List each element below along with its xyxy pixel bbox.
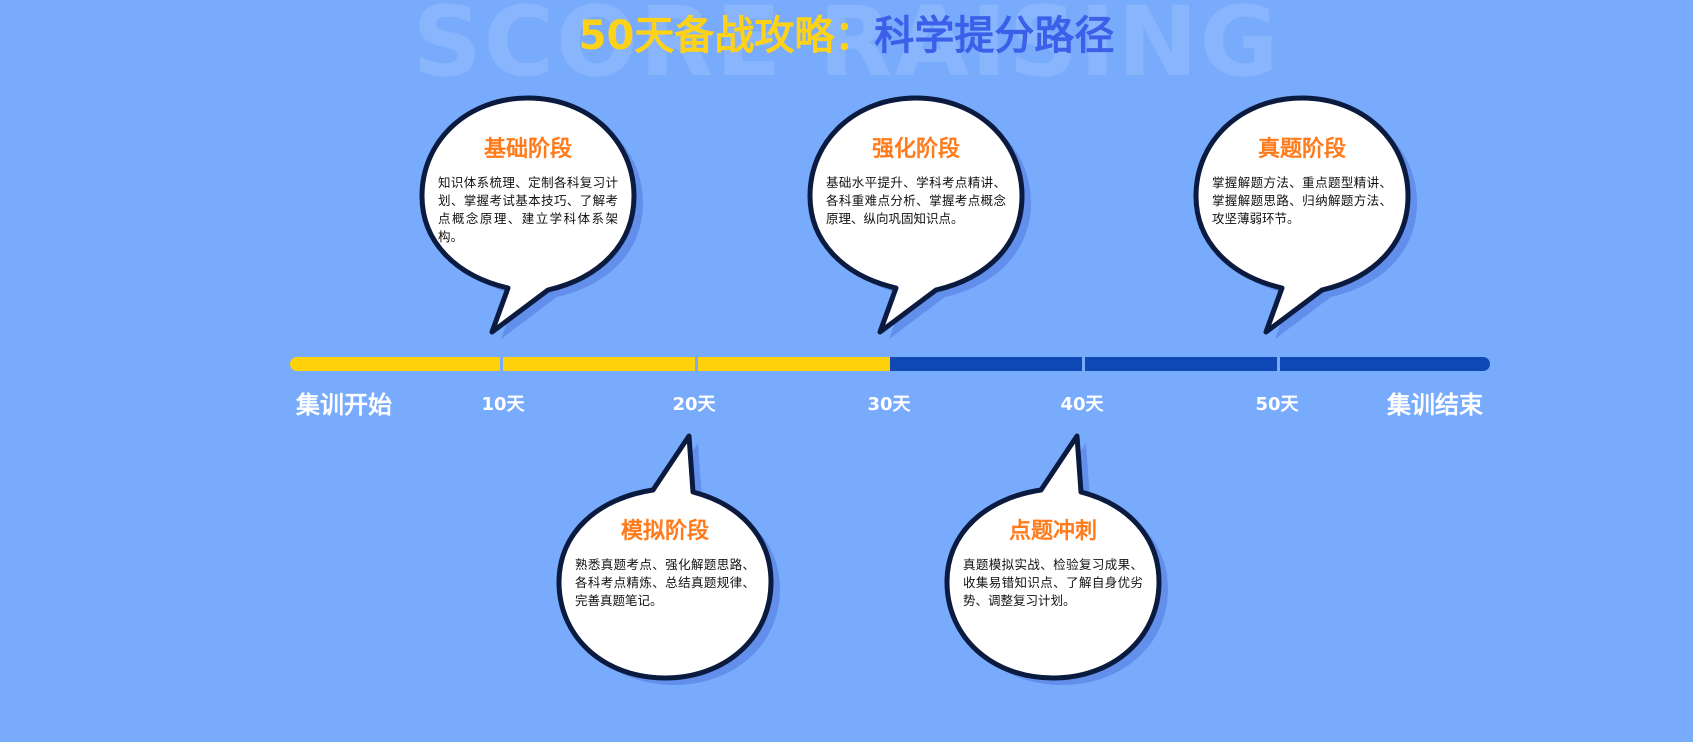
- stage-description: 掌握解题方法、重点题型精讲、掌握解题思路、归纳解题方法、攻坚薄弱环节。: [1212, 175, 1392, 226]
- timeline-segment-completed: [503, 357, 695, 371]
- speech-bubble-icon: [807, 95, 1031, 339]
- title-part-blue: 科学提分路径: [874, 13, 1115, 59]
- stage-description: 真题模拟实战、检验复习成果、收集易错知识点、了解自身优劣势、调整复习计划。: [963, 557, 1143, 608]
- title-part-yellow: 50天备战攻略：: [578, 13, 875, 59]
- stage-description: 基础水平提升、学科考点精讲、各科重难点分析、掌握考点概念原理、纵向巩固知识点。: [826, 175, 1006, 226]
- stage-bubble-intensive: 强化阶段 基础水平提升、学科考点精讲、各科重难点分析、掌握考点概念原理、纵向巩固…: [800, 92, 1032, 352]
- speech-bubble-icon: [1193, 95, 1417, 339]
- watermark-text: SCORE RAISING: [412, 0, 1281, 98]
- timeline-segment-upcoming: [890, 357, 1082, 371]
- stage-bubble-past-papers: 真题阶段 掌握解题方法、重点题型精讲、掌握解题思路、归纳解题方法、攻坚薄弱环节。: [1186, 92, 1418, 352]
- speech-bubble-icon: [556, 433, 780, 685]
- timeline-tick-label: 10天: [481, 394, 525, 415]
- timeline-tick-label: 40天: [1060, 394, 1104, 415]
- timeline-tick-label: 30天: [867, 394, 911, 415]
- stage-title: 强化阶段: [871, 137, 960, 162]
- stage-description: 知识体系梳理、定制各科复习计划、掌握考试基本技巧、了解考点概念原理、建立学科体系…: [438, 175, 618, 244]
- timeline-tick-label: 50天: [1255, 394, 1299, 415]
- page-title: 50天备战攻略：科学提分路径: [0, 12, 1693, 60]
- timeline-end-label: 集训结束: [1387, 391, 1483, 419]
- stage-content: 基础阶段 知识体系梳理、定制各科复习计划、掌握考试基本技巧、了解考点概念原理、建…: [438, 136, 618, 246]
- stage-title: 基础阶段: [483, 137, 572, 162]
- timeline-tick-label: 20天: [672, 394, 716, 415]
- stage-content: 真题阶段 掌握解题方法、重点题型精讲、掌握解题思路、归纳解题方法、攻坚薄弱环节。: [1212, 136, 1392, 228]
- stage-content: 强化阶段 基础水平提升、学科考点精讲、各科重难点分析、掌握考点概念原理、纵向巩固…: [826, 136, 1006, 228]
- stage-bubble-mock: 模拟阶段 熟悉真题考点、强化解题思路、各科考点精炼、总结真题规律、完善真题笔记。: [549, 432, 781, 692]
- stage-bubble-basic: 基础阶段 知识体系梳理、定制各科复习计划、掌握考试基本技巧、了解考点概念原理、建…: [412, 92, 644, 352]
- timeline-segment-upcoming: [1280, 357, 1490, 371]
- stage-content: 模拟阶段 熟悉真题考点、强化解题思路、各科考点精炼、总结真题规律、完善真题笔记。: [575, 518, 755, 610]
- timeline-start-label: 集训开始: [296, 391, 392, 419]
- stage-content: 点题冲刺 真题模拟实战、检验复习成果、收集易错知识点、了解自身优劣势、调整复习计…: [963, 518, 1143, 610]
- timeline-bar: [290, 357, 1490, 371]
- stage-title: 点题冲刺: [1008, 519, 1097, 544]
- speech-bubble-icon: [944, 433, 1168, 685]
- stage-bubble-sprint: 点题冲刺 真题模拟实战、检验复习成果、收集易错知识点、了解自身优劣势、调整复习计…: [937, 432, 1169, 692]
- stage-title: 模拟阶段: [620, 519, 709, 544]
- stage-description: 熟悉真题考点、强化解题思路、各科考点精炼、总结真题规律、完善真题笔记。: [575, 557, 755, 608]
- timeline-segment-completed: [698, 357, 890, 371]
- timeline-segment-completed: [290, 357, 500, 371]
- timeline-segment-upcoming: [1085, 357, 1277, 371]
- speech-bubble-icon: [419, 95, 643, 339]
- stage-title: 真题阶段: [1257, 137, 1346, 162]
